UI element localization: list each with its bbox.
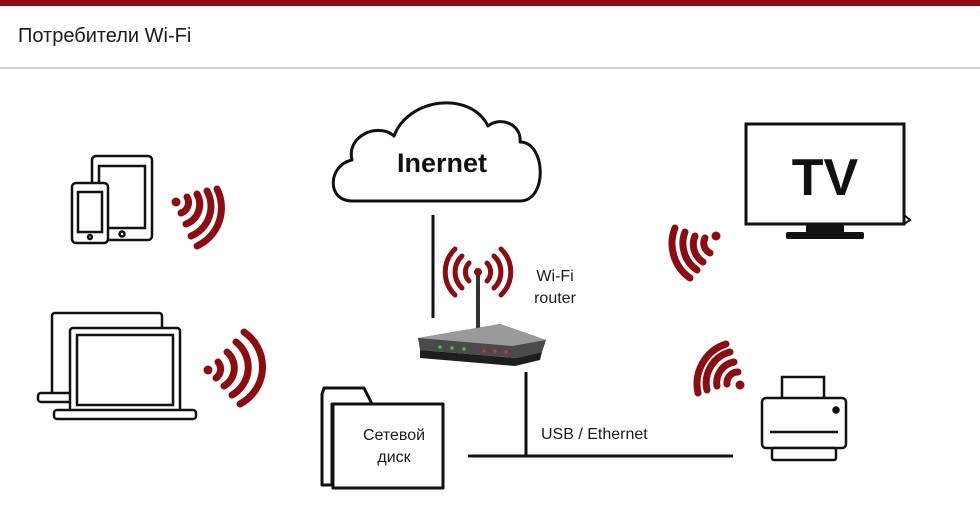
tablet-phone-icon xyxy=(70,154,154,245)
cloud-icon: Inernet xyxy=(331,101,542,203)
network-disk-label: Сетевой диск xyxy=(346,425,442,469)
router-label-line2: router xyxy=(534,290,576,307)
printer-icon xyxy=(760,375,848,462)
router-wifi-signal-icon xyxy=(442,246,514,298)
folder-icon xyxy=(320,386,445,490)
cloud-label: Inernet xyxy=(397,148,487,178)
connection-lines xyxy=(431,215,733,458)
connection-label: USB / Ethernet xyxy=(541,426,648,443)
tv-label: TV xyxy=(792,149,859,207)
printer-wifi-signal-icon xyxy=(693,340,745,397)
disk-label-line1: Сетевой xyxy=(362,427,426,444)
disk-label-line2: диск xyxy=(377,449,411,466)
router-label: Wi-Fi router xyxy=(530,266,580,310)
tv-icon: TV xyxy=(744,122,912,239)
accent-bar xyxy=(0,0,980,6)
router-icon xyxy=(418,274,546,366)
page-title: Потребители Wi-Fi xyxy=(18,25,192,47)
router-label-line1: Wi-Fi xyxy=(536,268,574,285)
page-header: Потребители Wi-Fi xyxy=(0,6,980,69)
wifi-signal-icon xyxy=(171,185,225,250)
laptop-wifi-signal-icon xyxy=(203,328,266,408)
tv-wifi-signal-icon xyxy=(668,224,721,282)
laptop-icon xyxy=(36,311,198,421)
